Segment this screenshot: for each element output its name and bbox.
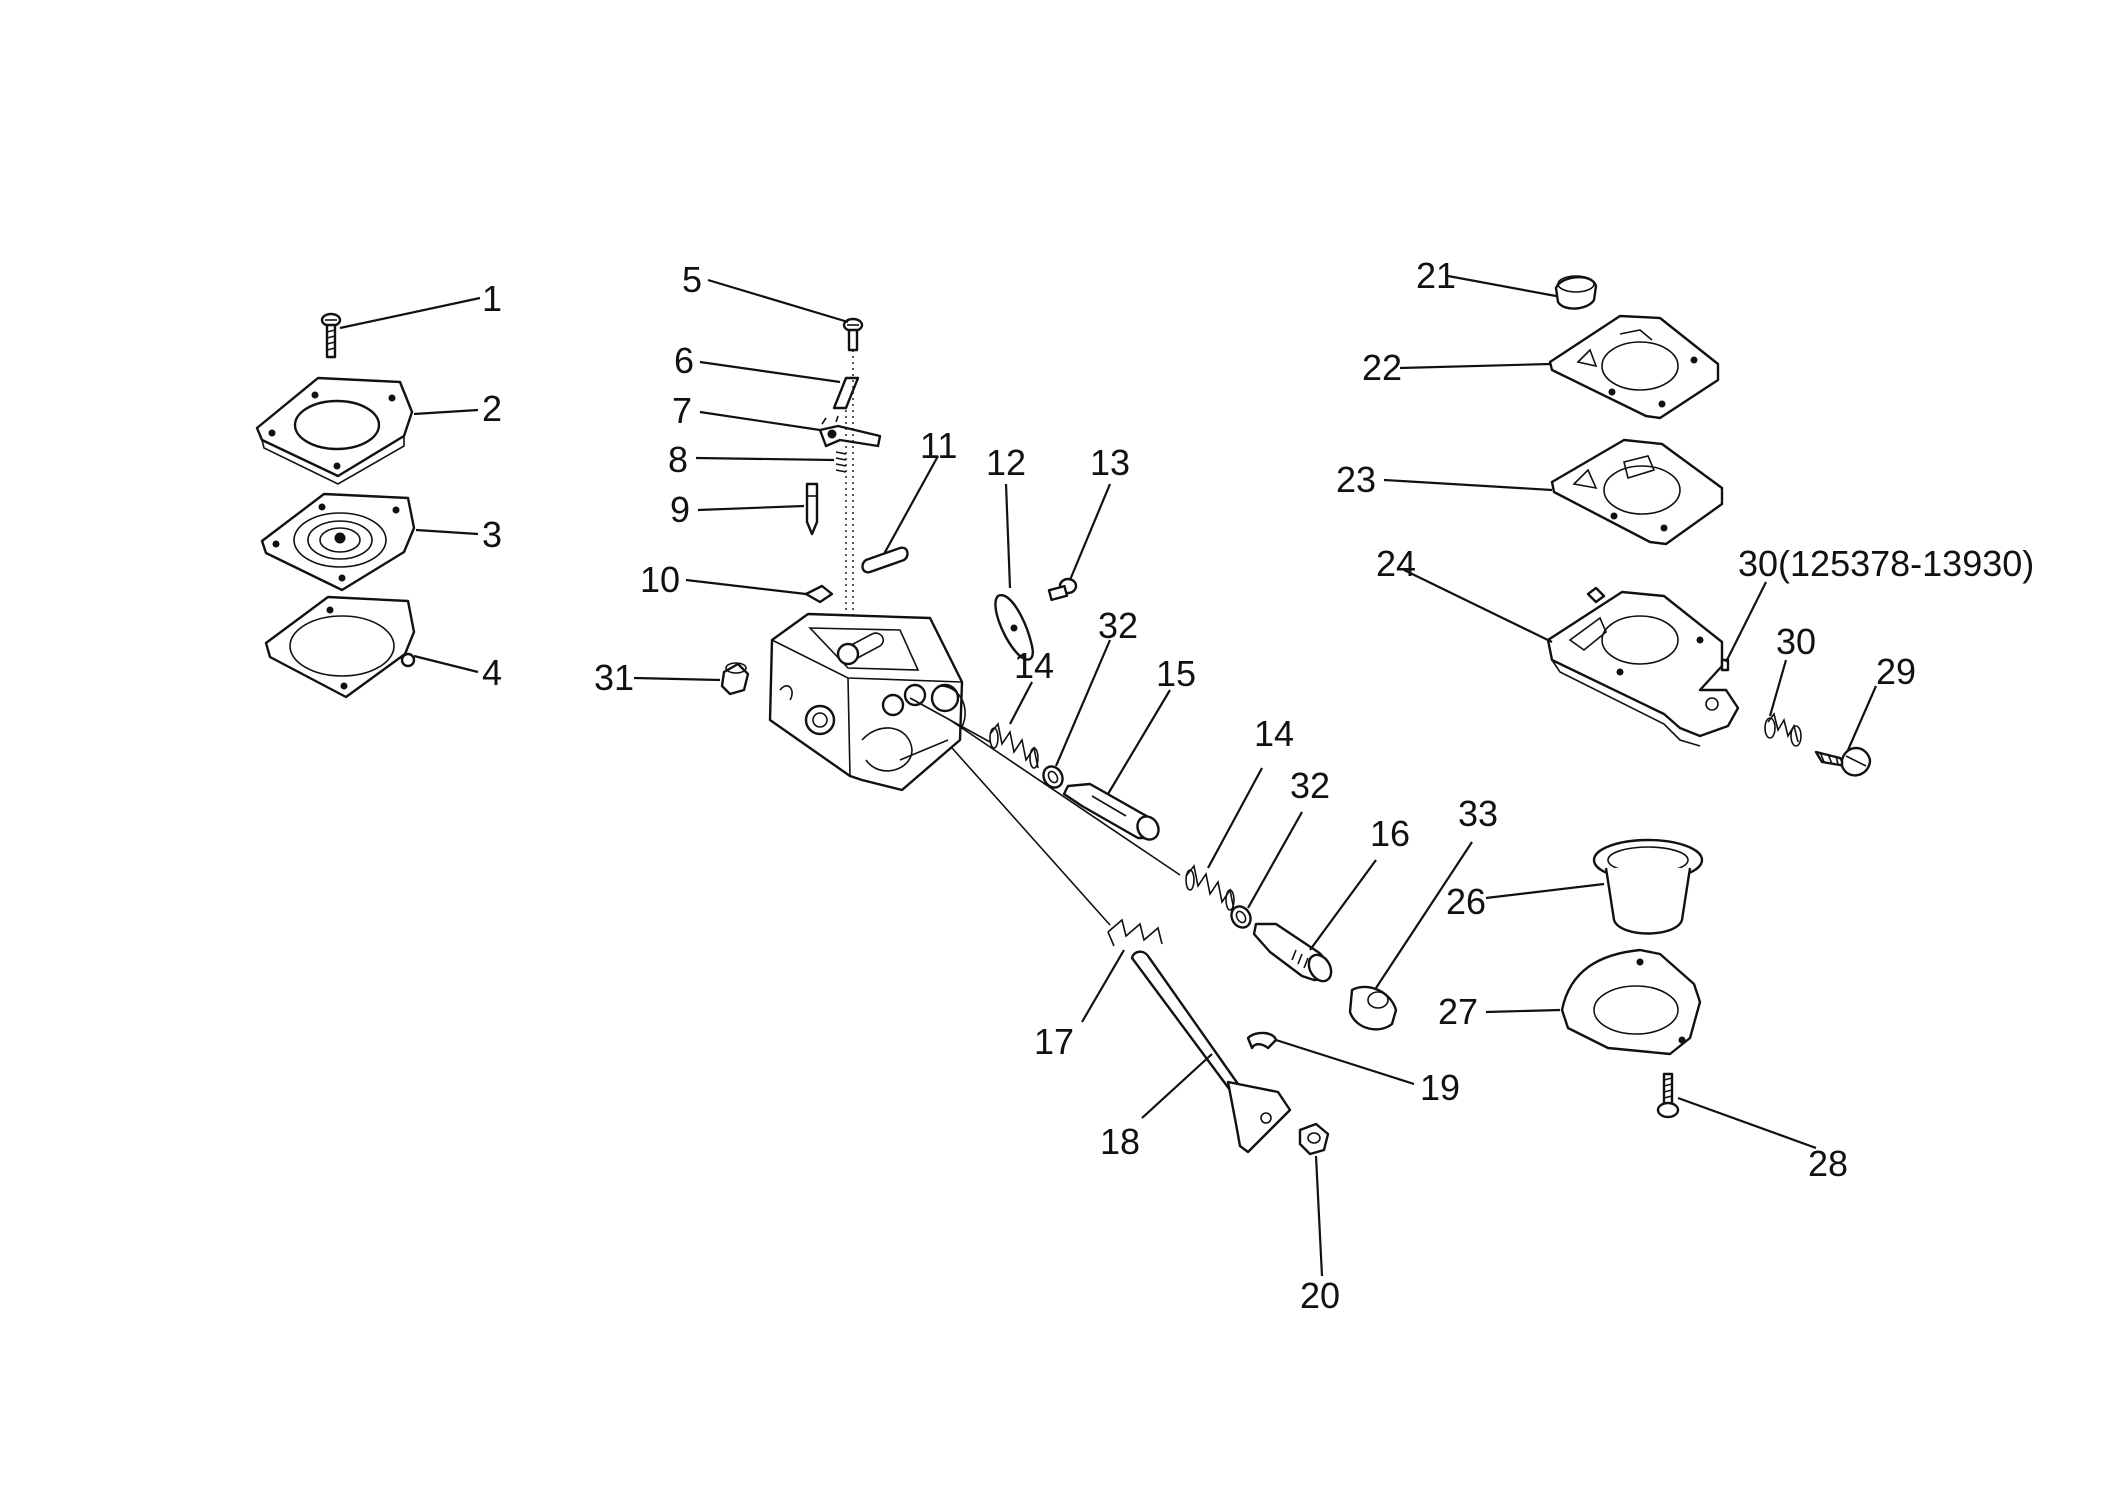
callout-10: 10 xyxy=(640,559,680,600)
part-28-screw xyxy=(1656,1072,1680,1119)
callout-8: 8 xyxy=(668,439,688,480)
callout-1: 1 xyxy=(482,278,502,319)
part-5-screw xyxy=(842,317,864,352)
part-27-retainer xyxy=(1560,948,1702,1056)
part-16-low-speed-needle xyxy=(1252,922,1333,983)
callout-30: 30 xyxy=(1776,621,1816,662)
part-31-plug xyxy=(720,662,750,696)
callout-14-lower: 14 xyxy=(1254,713,1294,754)
part-18-throttle-shaft xyxy=(1130,950,1292,1154)
callout-21: 21 xyxy=(1416,255,1456,296)
part-23-diaphragm xyxy=(1550,438,1724,546)
part-15-high-speed-needle xyxy=(1062,782,1160,841)
part-26-primer-bulb xyxy=(1592,838,1704,935)
part-14-spring-upper xyxy=(989,722,1039,769)
part-11-pin xyxy=(861,546,909,574)
assembly-guide-line xyxy=(909,697,991,743)
callout-6: 6 xyxy=(674,340,694,381)
callout-labels: 1 2 3 4 5 6 7 8 9 10 11 12 13 14 14 15 1… xyxy=(482,255,2034,1316)
callout-20: 20 xyxy=(1300,1275,1340,1316)
callout-2: 2 xyxy=(482,388,502,429)
part-8-spring xyxy=(835,451,847,473)
callout-27: 27 xyxy=(1438,991,1478,1032)
callout-13: 13 xyxy=(1090,442,1130,483)
assembly-guide-line xyxy=(949,719,1181,876)
callout-4: 4 xyxy=(482,652,502,693)
callout-12: 12 xyxy=(986,442,1026,483)
callout-16: 16 xyxy=(1370,813,1410,854)
callout-29: 29 xyxy=(1876,651,1916,692)
callout-3: 3 xyxy=(482,514,502,555)
callout-19: 19 xyxy=(1420,1067,1460,1108)
part-20-nut xyxy=(1298,1122,1330,1156)
callout-24: 24 xyxy=(1376,543,1416,584)
callout-18: 18 xyxy=(1100,1121,1140,1162)
callout-32-upper: 32 xyxy=(1098,605,1138,646)
leader-lines xyxy=(339,274,1878,1277)
callout-15: 15 xyxy=(1156,653,1196,694)
part-17-throttle-spring xyxy=(1107,918,1163,947)
callout-28: 28 xyxy=(1808,1143,1848,1184)
part-30-filter-screen xyxy=(1764,712,1802,747)
callout-30-part-number: 30(125378-13930) xyxy=(1738,543,2034,584)
callout-32-lower: 32 xyxy=(1290,765,1330,806)
callout-26: 26 xyxy=(1446,881,1486,922)
callout-23: 23 xyxy=(1336,459,1376,500)
part-12-diaphragm-disc xyxy=(994,594,1034,661)
part-32-oring-upper xyxy=(1042,765,1064,789)
callout-11: 11 xyxy=(920,425,957,466)
callout-14-upper: 14 xyxy=(1014,645,1054,686)
part-29-screw xyxy=(1814,746,1872,777)
part-6-pin xyxy=(832,376,860,410)
callout-31: 31 xyxy=(594,657,634,698)
callout-9: 9 xyxy=(670,489,690,530)
part-13-screw xyxy=(1047,577,1078,602)
part-30-check-valve xyxy=(1720,658,1730,672)
part-32-oring-lower xyxy=(1230,905,1252,929)
assembly-guide-line xyxy=(951,747,1111,926)
part-14-spring-lower xyxy=(1185,864,1235,911)
callout-5: 5 xyxy=(682,259,702,300)
part-4-gasket xyxy=(264,595,416,699)
part-24-pump-cover xyxy=(1546,586,1740,747)
part-2-cover xyxy=(255,376,414,485)
part-21-cap xyxy=(1554,275,1598,310)
callout-22: 22 xyxy=(1362,347,1402,388)
part-7-lever xyxy=(818,415,882,448)
part-33-limiter-cap xyxy=(1348,985,1398,1031)
part-22-gasket xyxy=(1548,314,1720,420)
part-10-clip xyxy=(804,584,834,604)
part-carburetor-body xyxy=(768,612,966,792)
callout-7: 7 xyxy=(672,390,692,431)
part-19-e-clip xyxy=(1246,1031,1278,1050)
part-3-diaphragm xyxy=(260,492,416,592)
callout-17: 17 xyxy=(1034,1021,1074,1062)
part-1-screw xyxy=(320,312,342,359)
callout-33: 33 xyxy=(1458,793,1498,834)
part-9-inlet-needle xyxy=(805,482,819,536)
